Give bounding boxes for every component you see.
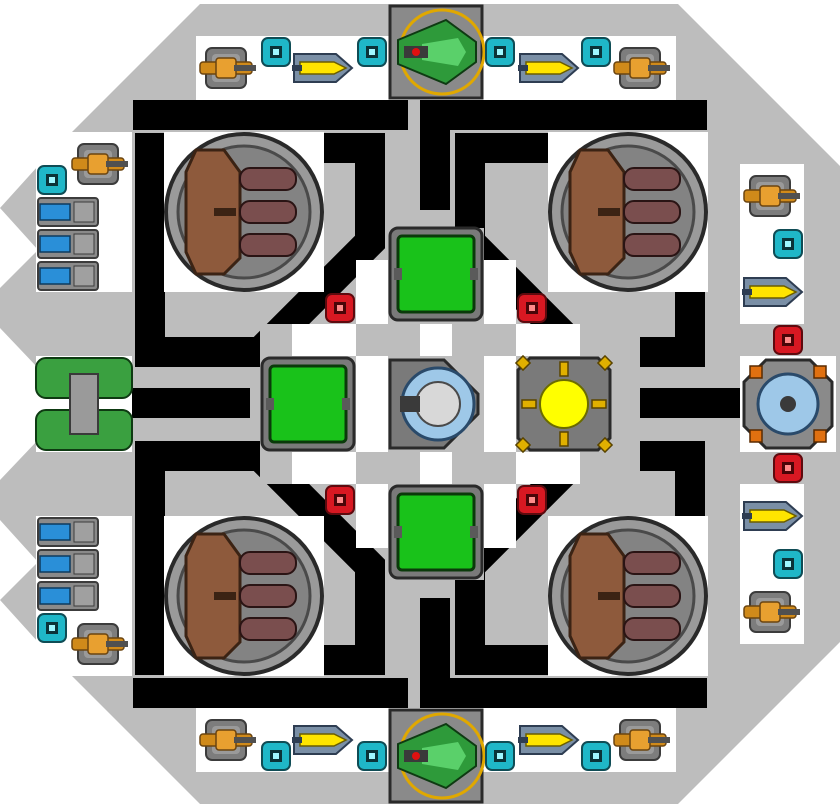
reactor-se[interactable] bbox=[548, 516, 708, 676]
battery[interactable] bbox=[37, 197, 99, 227]
engine-block[interactable] bbox=[35, 357, 133, 451]
battery[interactable] bbox=[37, 549, 99, 579]
cyan-node[interactable] bbox=[773, 229, 803, 259]
cyan-node[interactable] bbox=[581, 37, 611, 67]
ship-bottom[interactable] bbox=[388, 708, 486, 804]
cyan-node[interactable] bbox=[485, 37, 515, 67]
green-bay-bottom[interactable] bbox=[388, 484, 484, 580]
cyan-node[interactable] bbox=[773, 549, 803, 579]
green-bay-left[interactable] bbox=[260, 356, 356, 452]
red-node[interactable] bbox=[517, 293, 547, 323]
command-module[interactable] bbox=[388, 358, 480, 450]
red-node[interactable] bbox=[773, 453, 803, 483]
cyan-node[interactable] bbox=[37, 613, 67, 643]
cyan-node[interactable] bbox=[37, 165, 67, 195]
battery[interactable] bbox=[37, 261, 99, 291]
cyan-node[interactable] bbox=[357, 741, 387, 771]
reactor-nw[interactable] bbox=[164, 132, 324, 292]
power-core[interactable] bbox=[514, 354, 614, 454]
battery[interactable] bbox=[37, 517, 99, 547]
cyan-node[interactable] bbox=[485, 741, 515, 771]
hub-checker bbox=[292, 260, 580, 548]
corridor-north bbox=[420, 100, 450, 210]
red-node[interactable] bbox=[773, 325, 803, 355]
cyan-node[interactable] bbox=[581, 741, 611, 771]
reactor-ne[interactable] bbox=[548, 132, 708, 292]
red-node[interactable] bbox=[517, 485, 547, 515]
battery[interactable] bbox=[37, 581, 99, 611]
shield-generator[interactable] bbox=[742, 358, 834, 450]
battery[interactable] bbox=[37, 229, 99, 259]
reactor-sw[interactable] bbox=[164, 516, 324, 676]
green-bay-top[interactable] bbox=[388, 226, 484, 322]
red-node[interactable] bbox=[325, 293, 355, 323]
cyan-node[interactable] bbox=[357, 37, 387, 67]
corridor-west bbox=[132, 388, 250, 418]
cyan-node[interactable] bbox=[261, 741, 291, 771]
cyan-node[interactable] bbox=[261, 37, 291, 67]
ship-top[interactable] bbox=[388, 4, 486, 100]
corridor-south bbox=[420, 598, 450, 708]
red-node[interactable] bbox=[325, 485, 355, 515]
